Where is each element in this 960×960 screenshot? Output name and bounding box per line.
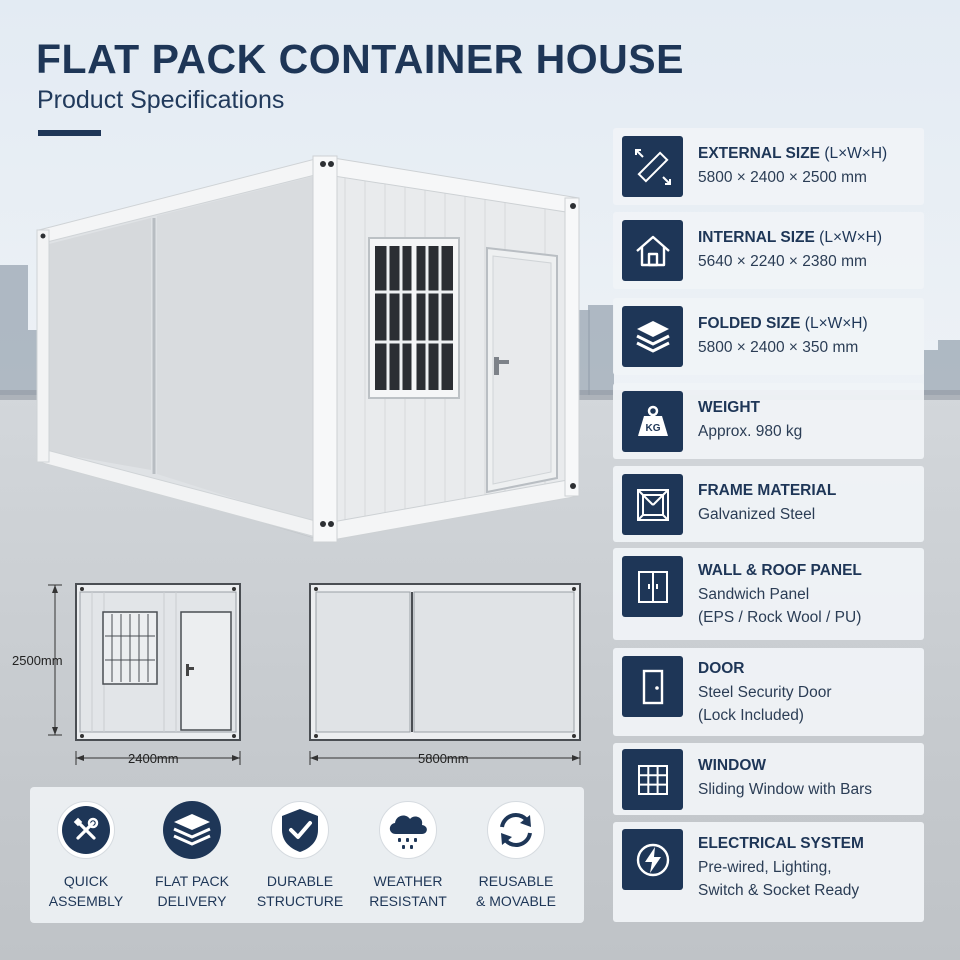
feature-flat-pack-delivery: FLAT PACK DELIVERY [138, 801, 246, 911]
spec-value: Approx. 980 kg [698, 423, 803, 440]
building [938, 340, 960, 395]
feature-durable-structure: DURABLE STRUCTURE [246, 801, 354, 911]
tools-icon [73, 817, 99, 840]
building [0, 265, 28, 395]
building [578, 310, 590, 395]
spec-value: 5800 × 2400 × 350 mm [698, 339, 859, 356]
feature-weather-resistant: WEATHER RESISTANT [354, 801, 462, 911]
spec-value: Galvanized Steel [698, 506, 816, 523]
shield-check-icon [282, 809, 318, 852]
width-dimension-label: 2400mm [128, 751, 179, 766]
feature-label: FLAT PACK [155, 873, 229, 889]
feature-label: WEATHER [373, 873, 443, 889]
spec-title: WALL & ROOF PANEL [698, 562, 862, 579]
spec-external-size: EXTERNAL SIZE (L×W×H) 5800 × 2400 × 2500… [613, 128, 924, 205]
spec-value: Sliding Window with Bars [698, 781, 873, 798]
feature-label: & MOVABLE [476, 893, 556, 909]
spec-unit: (L×W×H) [804, 315, 868, 332]
spec-title: FOLDED SIZE [698, 315, 801, 332]
door-icon [642, 669, 663, 704]
spec-title: FRAME MATERIAL [698, 482, 837, 499]
spec-value: (EPS / Rock Wool / PU) [698, 609, 862, 626]
house-icon [635, 235, 670, 266]
spec-value: 5800 × 2400 × 2500 mm [698, 169, 867, 186]
features-panel: QUICK ASSEMBLY FLAT PACK DELIVERY DURABLE S… [30, 787, 584, 923]
spec-value: Switch & Socket Ready [698, 882, 860, 899]
spec-value: (Lock Included) [698, 707, 804, 724]
technical-drawings: 2500mm 2400mm 5800mm [12, 583, 581, 766]
frame-icon [636, 488, 669, 521]
container-house-illustration [36, 155, 580, 543]
spec-weight: KG WEIGHT Approx. 980 kg [613, 383, 924, 459]
spec-title: ELECTRICAL SYSTEM [698, 835, 864, 852]
feature-label: DELIVERY [157, 893, 227, 909]
ruler-diagonal-icon [634, 148, 671, 185]
feature-quick-assembly: QUICK ASSEMBLY [32, 801, 140, 911]
building [924, 350, 938, 395]
page-title: FLAT PACK CONTAINER HOUSE [36, 36, 684, 82]
svg-text:KG: KG [645, 423, 660, 434]
rain-cloud-icon [389, 815, 427, 849]
spec-title: DOOR [698, 660, 745, 677]
spec-wall-roof-panel: WALL & ROOF PANEL Sandwich Panel (EPS / … [613, 548, 924, 640]
stack-layers-icon [635, 320, 670, 353]
spec-electrical-system: ELECTRICAL SYSTEM Pre-wired, Lighting, S… [613, 822, 924, 922]
spec-title: WINDOW [698, 757, 767, 774]
spec-value: Sandwich Panel [698, 586, 810, 603]
spec-window: WINDOW Sliding Window with Bars [613, 743, 924, 815]
spec-title: INTERNAL SIZE [698, 229, 815, 246]
feature-label: STRUCTURE [256, 893, 344, 909]
kg-weight-icon: KG [637, 405, 668, 436]
spec-frame-material: FRAME MATERIAL Galvanized Steel [613, 466, 924, 542]
spec-title: WEIGHT [698, 399, 760, 416]
spec-unit: (L×W×H) [819, 229, 883, 246]
spec-internal-size: INTERNAL SIZE (L×W×H) 5640 × 2240 × 2380… [613, 212, 924, 289]
spec-title: EXTERNAL SIZE [698, 145, 821, 162]
spec-value: Pre-wired, Lighting, [698, 859, 832, 876]
spec-door: DOOR Steel Security Door (Lock Included) [613, 648, 924, 736]
panel-icon [637, 570, 668, 603]
recycle-arrows-icon [500, 812, 532, 848]
length-dimension-label: 5800mm [418, 751, 469, 766]
spec-value: 5640 × 2240 × 2380 mm [698, 253, 867, 270]
height-dimension-label: 2500mm [12, 653, 63, 668]
layers-icon [173, 814, 211, 846]
page-subtitle: Product Specifications [37, 86, 285, 114]
feature-label: REUSABLE [478, 873, 554, 889]
feature-label: ASSEMBLY [48, 893, 124, 909]
window-grid-icon [637, 764, 668, 795]
feature-label: DURABLE [266, 873, 334, 889]
feature-label: QUICK [63, 873, 109, 889]
feature-reusable-movable: REUSABLE & MOVABLE [462, 801, 570, 911]
building [588, 305, 614, 395]
spec-value: Steel Security Door [698, 684, 832, 701]
spec-folded-size: FOLDED SIZE (L×W×H) 5800 × 2400 × 350 mm [613, 298, 924, 375]
lightning-icon [636, 843, 669, 876]
feature-label: RESISTANT [369, 893, 447, 909]
title-underline [38, 130, 101, 136]
spec-unit: (L×W×H) [824, 145, 888, 162]
